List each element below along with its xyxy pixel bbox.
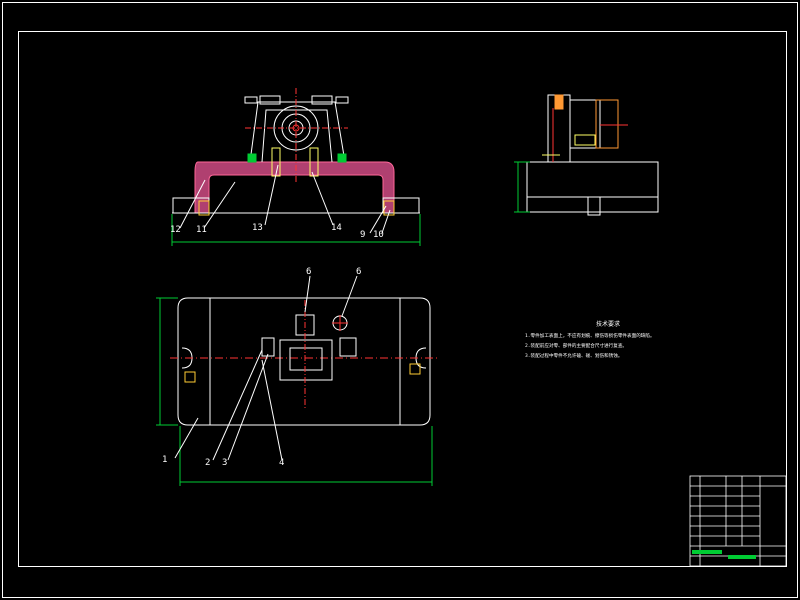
callout-11: 11 <box>196 225 207 235</box>
title-block <box>689 475 787 567</box>
callout-4: 4 <box>279 458 284 468</box>
callout-3: 3 <box>222 458 227 468</box>
notes-title: 技术要求 <box>596 320 620 328</box>
callout-13: 13 <box>252 223 263 233</box>
callout-6b: 6 <box>356 267 361 277</box>
callout-9: 9 <box>360 230 365 240</box>
notes-line-1: 1.零件加工表面上，不应有划痕、擦伤等损伤零件表面的缺陷。 <box>525 332 655 339</box>
callout-2: 2 <box>205 458 210 468</box>
callout-12: 12 <box>170 225 181 235</box>
notes-line-3: 3.装配过程中零件不允许磕、碰、划伤和锈蚀。 <box>525 352 622 359</box>
base-bracket <box>194 161 395 214</box>
callout-14: 14 <box>331 223 342 233</box>
side-base <box>526 161 659 213</box>
notes-line-2: 2.装配前应对零、部件的主要配合尺寸进行复查。 <box>525 342 627 349</box>
callout-1: 1 <box>162 455 167 465</box>
top-plate <box>177 297 431 426</box>
front-view <box>171 88 421 246</box>
callout-6a: 6 <box>306 267 311 277</box>
side-view <box>514 94 659 216</box>
callout-10: 10 <box>373 230 384 240</box>
top-view <box>156 275 440 486</box>
